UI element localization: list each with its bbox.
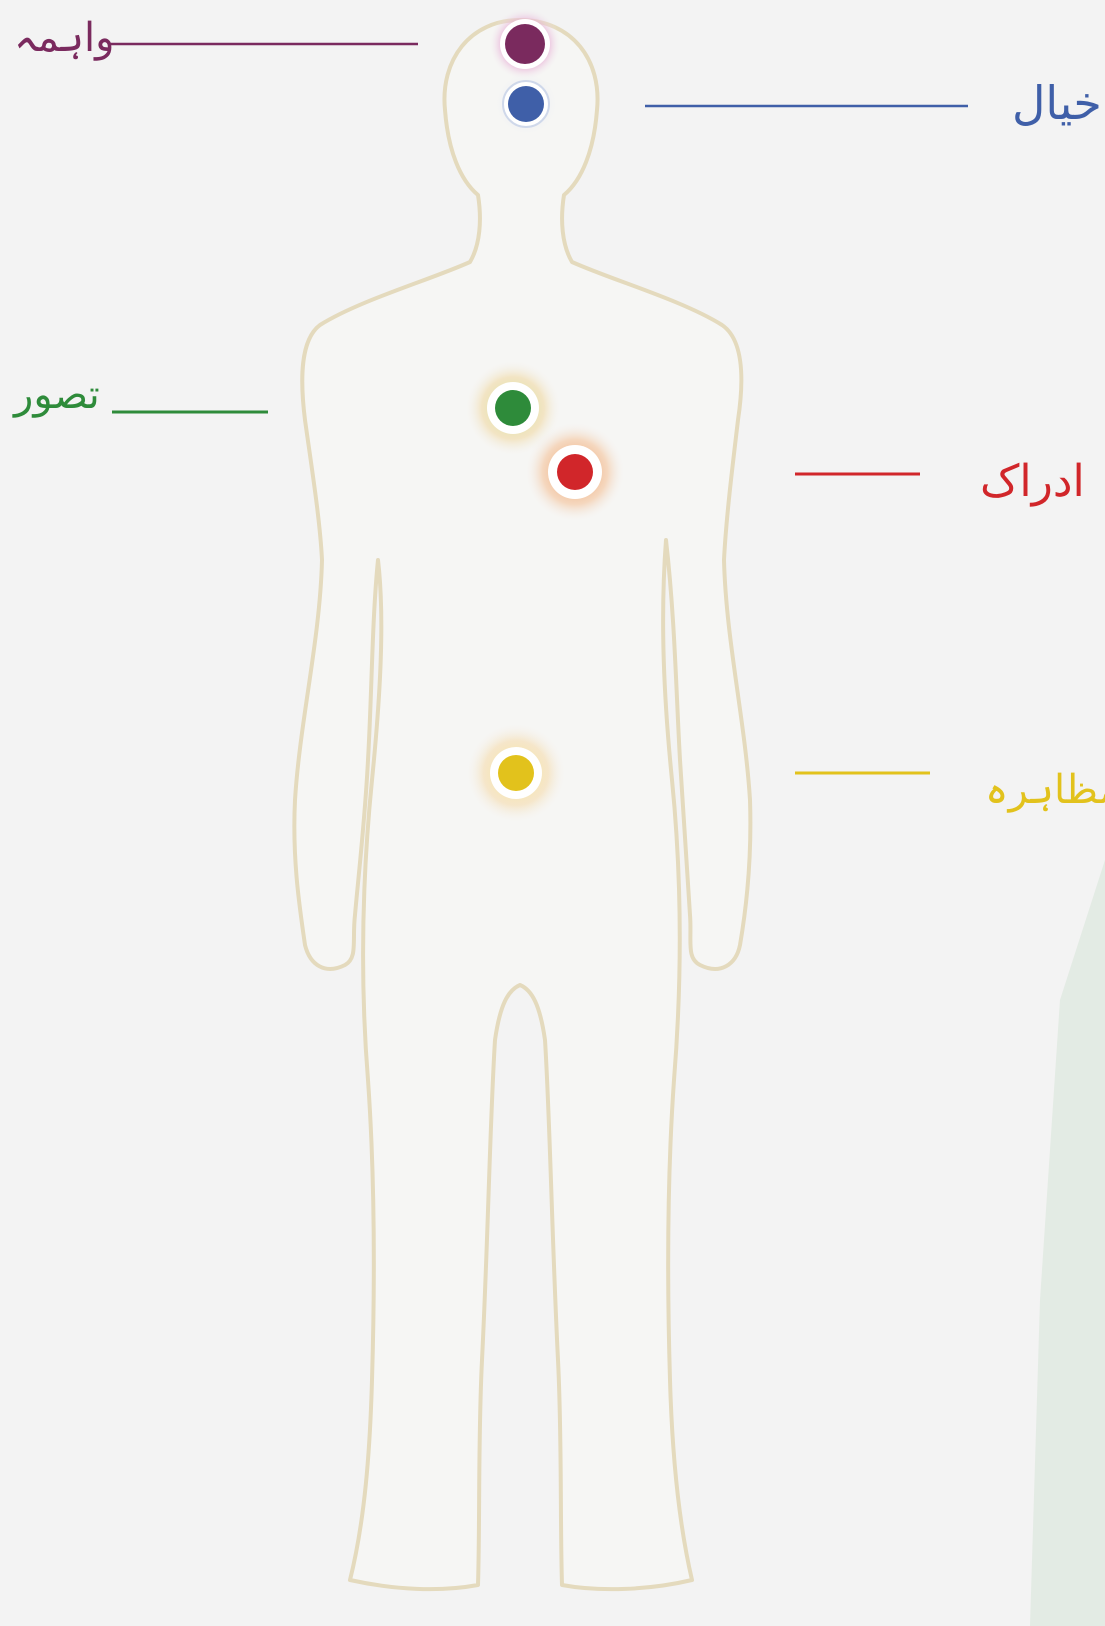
label-wahma: واہمہ (14, 18, 114, 58)
mazahira-marker (466, 723, 566, 823)
idrak-marker (525, 422, 625, 522)
label-khayal: خیال (1012, 80, 1102, 126)
khayal-marker (494, 72, 558, 136)
label-mazahira: مظاہرہ (985, 770, 1105, 810)
label-tasawwur: تصور (14, 375, 100, 415)
wahma-marker (489, 8, 561, 80)
background-wash (1030, 860, 1105, 1626)
label-idrak: ادراک (980, 460, 1085, 504)
